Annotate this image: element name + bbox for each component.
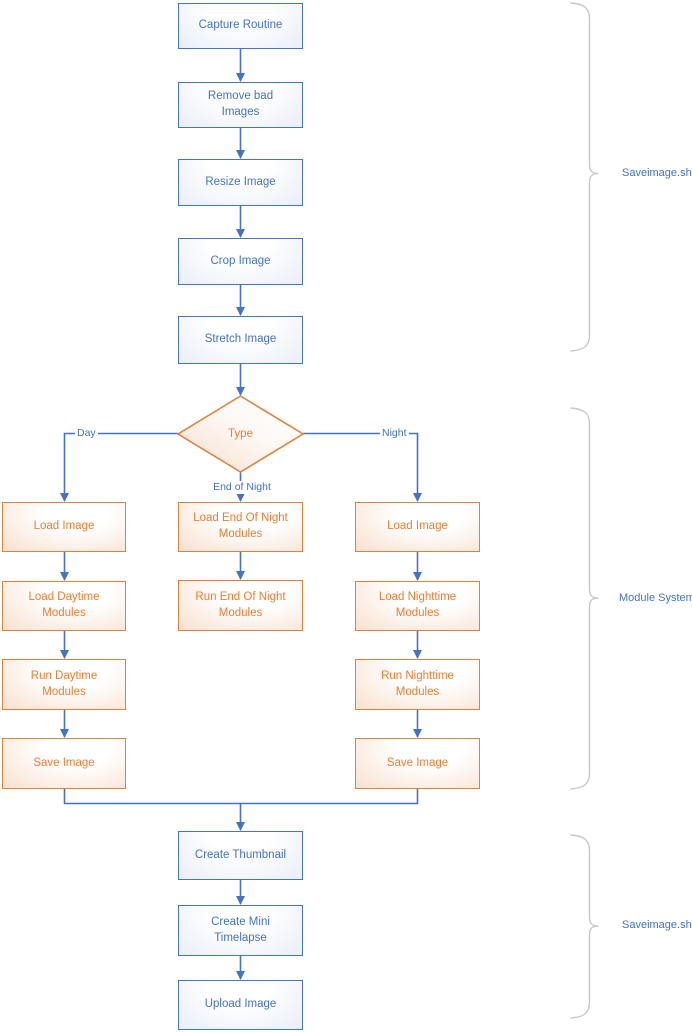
node-label: Create Mini Timelapse [211, 915, 270, 944]
node-night-save-image: Save Image [355, 738, 480, 789]
node-day-load-image: Load Image [2, 502, 126, 552]
node-crop-image: Crop Image [178, 238, 303, 285]
node-stretch-image: Stretch Image [178, 316, 303, 364]
node-eon-run-modules: Run End Of Night Modules [178, 580, 303, 631]
node-label: Run Daytime Modules [30, 669, 98, 698]
node-label: Load End Of Night Modules [193, 512, 288, 540]
node-label: Upload Image [204, 998, 277, 1011]
brace-middle [570, 407, 599, 790]
node-day-load-modules: Load Daytime Modules [2, 581, 126, 631]
node-eon-load-modules: Load End Of Night Modules [178, 502, 303, 552]
brace-label-module-system: Module System [619, 592, 692, 604]
node-type-decision-label: Type [228, 428, 253, 440]
node-label: Stretch Image [204, 333, 277, 346]
type-decision-diamond [176, 395, 305, 473]
brace-bottom [570, 834, 599, 1019]
node-label: Save Image [33, 756, 95, 769]
node-label: Remove bad Images [207, 90, 274, 118]
node-day-run-modules: Run Daytime Modules [2, 659, 126, 710]
node-label: Run End Of Night Modules [195, 590, 286, 619]
node-day-save-image: Save Image [2, 738, 126, 789]
brace-label-saveimage-bottom: Saveimage.sh [622, 919, 692, 931]
node-capture-routine: Capture Routine [178, 3, 303, 49]
node-label: Load Nighttime Modules [378, 591, 457, 619]
node-resize-image: Resize Image [178, 159, 303, 206]
node-night-load-image: Load Image [355, 502, 480, 552]
node-upload-image: Upload Image [178, 980, 303, 1030]
brace-label-saveimage-top: Saveimage.sh [622, 167, 692, 179]
node-label: Resize Image [205, 175, 276, 188]
node-create-thumbnail: Create Thumbnail [178, 831, 303, 880]
node-label: Capture Routine [198, 19, 283, 32]
edge-label-end-of-night: End of Night [204, 481, 280, 494]
node-night-load-modules: Load Nighttime Modules [355, 581, 480, 631]
node-night-run-modules: Run Nighttime Modules [355, 659, 480, 710]
node-label: Create Thumbnail [194, 848, 287, 861]
node-label: Load Daytime Modules [28, 591, 100, 619]
node-create-mini-timelapse: Create Mini Timelapse [178, 905, 303, 956]
brace-top [570, 2, 599, 352]
edge-label-night: Night [380, 427, 409, 440]
node-label: Crop Image [210, 254, 271, 267]
node-label: Save Image [386, 756, 449, 769]
connectors [60, 49, 422, 980]
node-label: Load Image [33, 520, 95, 533]
node-label: Load Image [387, 520, 448, 533]
edge-label-day: Day [75, 427, 98, 440]
node-remove-bad-images: Remove bad Images [178, 82, 303, 128]
node-label: Run Nighttime Modules [381, 669, 454, 698]
